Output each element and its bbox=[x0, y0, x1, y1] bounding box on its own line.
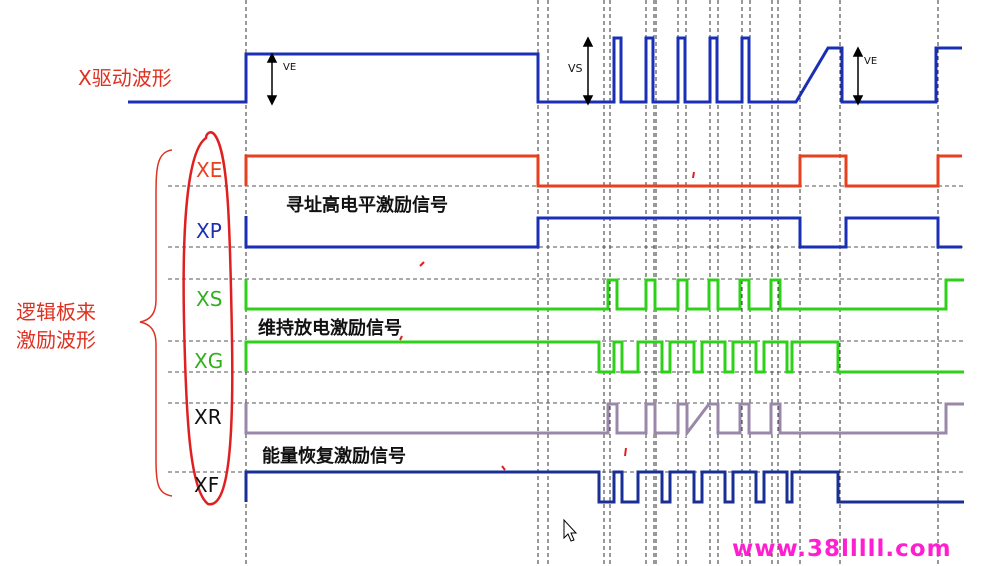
signal-label-xp: XP bbox=[196, 219, 222, 243]
xe-waveform bbox=[244, 154, 962, 188]
group-label-line1: 逻辑板来 bbox=[16, 300, 96, 324]
xr-waveform bbox=[244, 402, 964, 438]
xg-waveform bbox=[244, 340, 964, 374]
drive-waveform-title: X驱动波形 bbox=[78, 66, 172, 90]
xp-waveform bbox=[244, 216, 962, 249]
signal-label-xg: XG bbox=[194, 349, 224, 373]
signal-label-xe: XE bbox=[196, 158, 223, 182]
group-brace bbox=[139, 149, 173, 497]
vertical-guide-lines bbox=[245, 0, 939, 566]
mouse-cursor-icon bbox=[563, 518, 578, 542]
voltage-arrows bbox=[266, 36, 864, 106]
xs-waveform bbox=[244, 278, 964, 311]
note-recovery: 能量恢复激励信号 bbox=[262, 446, 406, 467]
x-drive-waveform bbox=[128, 36, 962, 104]
red-marks bbox=[399, 171, 695, 471]
ve-left-label: VE bbox=[283, 62, 297, 73]
note-address: 寻址高电平激励信号 bbox=[286, 195, 448, 216]
ve-right-label: VE bbox=[864, 56, 878, 67]
highlight-ellipse bbox=[182, 131, 234, 506]
signal-label-xf: XF bbox=[194, 473, 220, 497]
signal-label-xs: XS bbox=[196, 287, 223, 311]
note-sustain: 维持放电激励信号 bbox=[258, 318, 402, 339]
watermark: www.38lllll.com bbox=[732, 536, 952, 562]
group-label: 逻辑板来 激励波形 bbox=[16, 298, 96, 354]
group-label-line2: 激励波形 bbox=[16, 328, 96, 352]
xf-waveform bbox=[244, 470, 964, 504]
vs-label: VS bbox=[568, 62, 583, 75]
signal-label-xr: XR bbox=[194, 405, 222, 429]
